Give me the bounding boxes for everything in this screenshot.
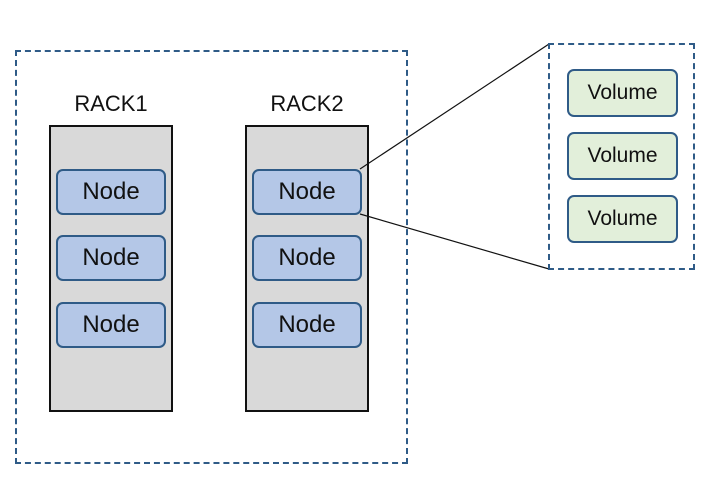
rack1-node-1: Node: [56, 169, 166, 215]
volume-3: Volume: [567, 195, 678, 243]
volume-detail-box: [548, 43, 695, 270]
rack2-node-2: Node: [252, 235, 362, 281]
rack2-node-3: Node: [252, 302, 362, 348]
rack2-label: RACK2: [270, 91, 344, 116]
rack1-label: RACK1: [74, 91, 148, 116]
rack1-node-3: Node: [56, 302, 166, 348]
volume-2: Volume: [567, 132, 678, 180]
volume-1: Volume: [567, 69, 678, 117]
rack1-node-2: Node: [56, 235, 166, 281]
rack2-node-1: Node: [252, 169, 362, 215]
